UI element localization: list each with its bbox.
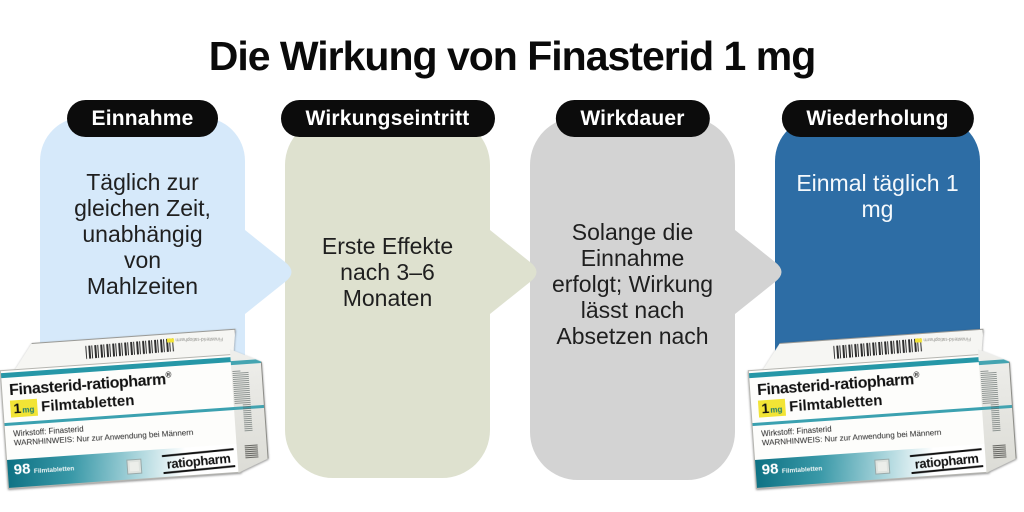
datamatrix-icon — [993, 444, 1007, 458]
box-front-panel: Finasterid-ratiopharm® 1 mg Filmtablette… — [0, 353, 242, 489]
box-front-panel: Finasterid-ratiopharm® 1 mg Filmtablette… — [747, 353, 990, 489]
yellow-chip-icon — [915, 338, 922, 342]
page-title: Die Wirkung von Finasterid 1 mg — [208, 33, 817, 79]
header-pill-einnahme: Einnahme — [66, 100, 219, 137]
speech-bubble-wirkungseintritt: Erste Effekte nach 3–6 Monaten — [285, 117, 490, 478]
header-pill-wirkdauer: Wirkdauer — [555, 100, 710, 137]
header-pill-wirkungseintritt: Wirkungseintritt — [280, 100, 495, 137]
product-box-left: Finasterid-ratiopharm Finasterid-ratioph… — [0, 327, 270, 497]
box-top-flipped-text: Finasterid-ratiopharm — [167, 335, 223, 342]
tablet-count-label: Filmtabletten — [781, 465, 823, 476]
dose-unit: mg — [770, 404, 783, 415]
teal-stripe — [979, 359, 1009, 365]
box-bottom-band: 98 Filmtabletten ratiopharm — [7, 443, 241, 488]
dose-unit: mg — [22, 404, 35, 415]
yellow-chip-icon — [167, 338, 174, 342]
ratiopharm-logo: ratiopharm — [161, 448, 236, 475]
column-wirkdauer: Solange die Einnahme erfolgt; Wirkung lä… — [530, 100, 735, 500]
side-fine-print — [241, 372, 253, 432]
header-label: Einnahme — [91, 106, 194, 130]
speech-bubble-wirkdauer: Solange die Einnahme erfolgt; Wirkung lä… — [530, 117, 735, 480]
dose-value: 1 — [12, 399, 22, 417]
dose-value: 1 — [760, 399, 770, 417]
side-fine-print — [989, 372, 1001, 432]
box-bottom-band: 98 Filmtabletten ratiopharm — [755, 443, 989, 488]
tablet-count-label: Filmtabletten — [33, 465, 75, 476]
column-wirkungseintritt: Erste Effekte nach 3–6 Monaten Wirkungse… — [280, 100, 490, 500]
header-label: Wirkungseintritt — [305, 106, 470, 130]
barcode-icon — [85, 338, 174, 359]
tablet-count: 98 — [13, 460, 31, 479]
bubble-text-wirkdauer: Solange die Einnahme erfolgt; Wirkung lä… — [551, 219, 714, 349]
bubble-text-einnahme: Täglich zur gleichen Zeit, unabhängig vo… — [74, 169, 211, 299]
bubble-text-wirkungseintritt: Erste Effekte nach 3–6 Monaten — [321, 233, 454, 311]
product-box-right: Finasterid-ratiopharm Finasterid-ratioph… — [746, 327, 1018, 497]
header-label: Wiederholung — [806, 106, 949, 130]
box-top-flipped-text: Finasterid-ratiopharm — [915, 335, 971, 342]
barcode-icon — [833, 338, 922, 359]
tablet-count: 98 — [761, 460, 779, 479]
ratiopharm-logo: ratiopharm — [909, 448, 984, 475]
bubble-text-wiederholung: Einmal täglich 1 mg — [796, 170, 959, 222]
datamatrix-icon — [245, 444, 259, 458]
dose-chip: 1 mg — [757, 398, 786, 418]
header-pill-wiederholung: Wiederholung — [781, 100, 974, 137]
registered-mark: ® — [165, 370, 172, 380]
dose-chip: 1 mg — [9, 398, 38, 418]
teal-stripe — [231, 359, 261, 365]
logo-square-icon — [874, 458, 891, 475]
registered-mark: ® — [913, 370, 920, 380]
header-label: Wirkdauer — [580, 106, 685, 130]
logo-square-icon — [126, 458, 143, 475]
